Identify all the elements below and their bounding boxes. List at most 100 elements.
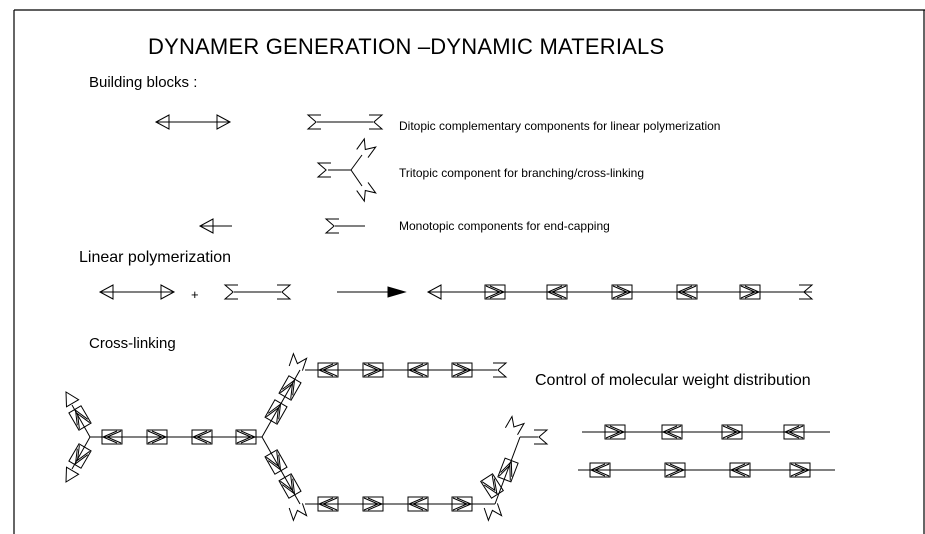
- cl-lower-chain-link-0: [317, 496, 339, 512]
- ditopic-acceptor-left-notch: [306, 114, 321, 130]
- cl-center-down-link-inner2: [267, 454, 282, 471]
- cl-upper-chain-link-0-inner: [321, 363, 338, 377]
- cl-left-up-link-inner: [76, 412, 90, 429]
- mw-chain-2-link-1-inner: [665, 463, 682, 477]
- mw-chain-2-link-2: [729, 462, 751, 478]
- cl-left-down-link: [68, 443, 92, 469]
- cl-lower-chain-link-2-inner: [411, 497, 428, 511]
- mw-chain-1-link-1-inner2: [661, 425, 678, 439]
- cl-lower-chain-link-3-inner2: [456, 497, 473, 511]
- ditopic-caption: Ditopic complementary components for lin…: [399, 119, 721, 133]
- lp-product-link-3-inner2: [676, 285, 693, 299]
- tritopic-lower-notch: [356, 182, 377, 203]
- tritopic-upper-notch: [356, 137, 377, 158]
- lp-product-link-2-inner2: [616, 285, 633, 299]
- mw-chain-2-link-1: [664, 462, 686, 478]
- cl-left-chain-link-2: [191, 429, 213, 445]
- molecular-weight-heading: Control of molecular weight distribution: [535, 372, 811, 389]
- lp-product-link-0: [484, 284, 506, 300]
- tritopic-left-notch: [316, 162, 331, 178]
- cl-left-down-link-inner: [76, 445, 90, 462]
- cl-center-up-link: [264, 399, 288, 425]
- monotopic-caption: Monotopic components for end-capping: [399, 219, 610, 233]
- mw-chain-1-link-0-inner2: [609, 425, 626, 439]
- cl-upper-node-link-inner: [280, 382, 294, 399]
- cl-right-lower-link-inner: [481, 475, 496, 492]
- cl-right-lower-link: [480, 473, 504, 499]
- mw-chain-1-link-0: [604, 424, 626, 440]
- cl-left-chain-link-3-inner: [236, 430, 253, 444]
- mw-chain-1-link-3-inner: [787, 425, 804, 439]
- monotopic-acceptor-notch: [324, 218, 339, 234]
- lp-acceptor-left-notch: [223, 284, 238, 300]
- tritopic-arm-down: [350, 169, 363, 187]
- cl-left-down-head: [65, 466, 80, 483]
- cl-lower-chain-link-0-inner2: [317, 497, 334, 511]
- cl-upper-chain-link-3: [451, 362, 473, 378]
- lp-product-link-2: [611, 284, 633, 300]
- cl-left-chain-link-2-inner: [195, 430, 212, 444]
- tritopic-caption: Tritopic component for branching/cross-l…: [399, 166, 644, 180]
- lp-product-link-2-inner: [612, 285, 629, 299]
- cl-lower-node-link-inner: [280, 475, 294, 492]
- cl-lower-chain-link-1: [362, 496, 384, 512]
- lp-product-link-1: [546, 284, 568, 300]
- cl-right-arm-link-inner2: [500, 460, 513, 477]
- lp-product-link-4-inner2: [744, 285, 761, 299]
- cl-lower-node-link-inner2: [281, 478, 296, 495]
- cl-upper-chain-link-3-inner: [452, 363, 469, 377]
- linear-polymerization-heading: Linear polymerization: [79, 249, 232, 266]
- ditopic-donor-right-head: [216, 114, 232, 130]
- cl-upper-chain-link-0-inner2: [317, 363, 334, 377]
- cl-lower-chain-link-0-inner: [321, 497, 338, 511]
- cl-left-chain-link-3-inner2: [240, 430, 257, 444]
- cl-left-arm-down: [71, 436, 91, 470]
- ditopic-acceptor-right-notch: [369, 114, 384, 130]
- cl-upper-node-link-inner2: [281, 379, 296, 396]
- cl-center-down-link-inner: [266, 451, 280, 468]
- cl-lower-chain-link-3: [451, 496, 473, 512]
- cl-left-down-link-inner2: [74, 448, 88, 465]
- cl-right-lower-link-inner2: [483, 478, 498, 495]
- plus-sign: +: [191, 287, 199, 302]
- cl-lower-node-notch: [288, 503, 308, 522]
- mw-chain-2-link-2-inner: [733, 463, 750, 477]
- lp-product-right-notch: [799, 284, 814, 300]
- cl-left-chain-link-0-inner2: [101, 430, 118, 444]
- mw-chain-2-link-2-inner2: [729, 463, 746, 477]
- lp-arrow-head: [387, 286, 407, 298]
- cl-lower-chain-link-2: [407, 496, 429, 512]
- cl-lower-node-link: [278, 473, 302, 499]
- diagram-title: DYNAMER GENERATION –DYNAMIC MATERIALS: [148, 34, 665, 59]
- cross-linking-heading: Cross-linking: [89, 335, 176, 352]
- lp-product-link-3: [676, 284, 698, 300]
- cl-upper-chain-link-2: [407, 362, 429, 378]
- cl-upper-chain-link-0: [317, 362, 339, 378]
- lp-product-link-1-inner: [550, 285, 567, 299]
- cl-center-up-link-inner: [266, 406, 280, 423]
- cl-left-up-link: [68, 405, 92, 431]
- cl-right-upper-notch: [504, 415, 526, 436]
- mw-chain-2-link-0-inner2: [589, 463, 606, 477]
- cl-upper-chain-link-2-inner: [411, 363, 428, 377]
- mw-chain-1-link-3-inner2: [783, 425, 800, 439]
- lp-product-link-3-inner: [680, 285, 697, 299]
- cl-right-arm-link-inner: [498, 464, 511, 481]
- cl-lower-chain-link-1-inner: [363, 497, 380, 511]
- lp-donor-right-head: [160, 284, 176, 300]
- cl-upper-chain-link-2-inner2: [407, 363, 424, 377]
- cl-lower-chain-link-3-inner: [452, 497, 469, 511]
- lp-product-link-0-inner2: [489, 285, 506, 299]
- mw-chain-1-link-1-inner: [665, 425, 682, 439]
- lp-product-link-0-inner: [485, 285, 502, 299]
- cl-center-up-link-inner2: [267, 403, 282, 420]
- lp-product-link-4: [739, 284, 761, 300]
- cl-left-chain-link-0: [101, 429, 123, 445]
- cl-center-down-link: [264, 449, 288, 475]
- cl-left-up-head: [65, 391, 80, 408]
- mw-chain-2-link-1-inner2: [669, 463, 686, 477]
- cl-right-lower-notch: [483, 503, 503, 522]
- lp-acceptor-right-notch: [277, 284, 292, 300]
